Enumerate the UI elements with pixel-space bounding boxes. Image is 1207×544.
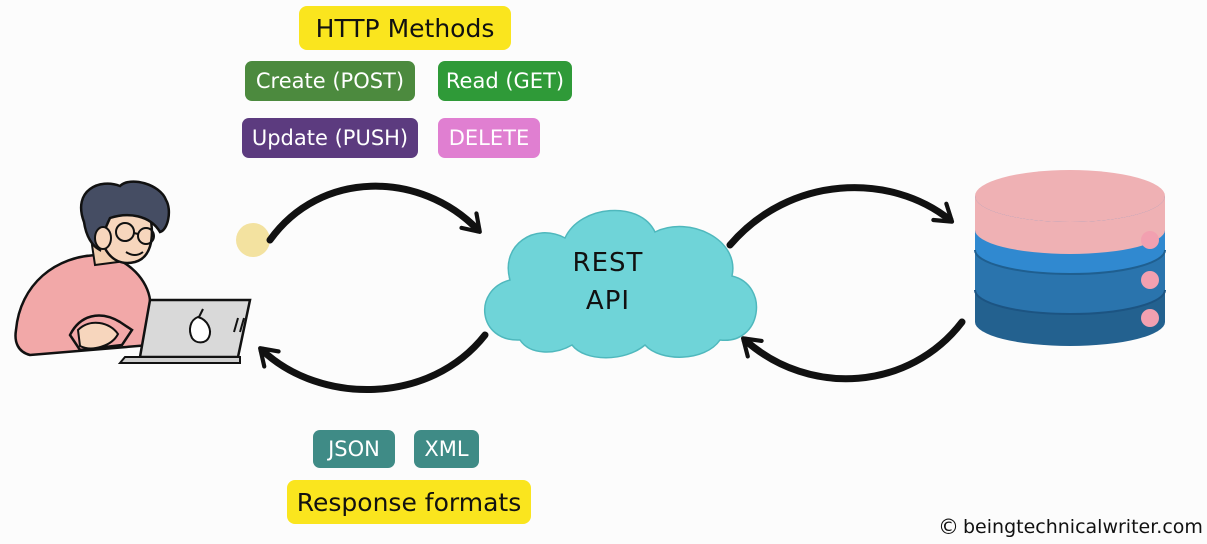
method-update-push: Update (PUSH) [242, 118, 418, 158]
curved-arrow-right-icon [266, 182, 482, 244]
database-icon [974, 170, 1166, 346]
request-start-dot [236, 223, 270, 257]
curved-arrow-right-icon [726, 184, 955, 249]
format-xml: XML [414, 430, 479, 468]
credit-text: beingtechnicalwriter.com [963, 516, 1203, 538]
curved-arrow-left-icon [258, 331, 489, 394]
credit: © beingtechnicalwriter.com [938, 514, 1203, 540]
rest-label: REST [572, 248, 644, 278]
curved-arrow-left-icon [740, 318, 966, 383]
api-label: API [585, 286, 631, 316]
method-read-get: Read (GET) [438, 61, 572, 101]
person-with-laptop-icon [14, 180, 252, 364]
copyright-icon: © [938, 514, 959, 539]
http-methods-title: HTTP Methods [299, 6, 511, 50]
response-formats-title: Response formats [287, 480, 531, 524]
pear-logo-icon [189, 308, 211, 344]
format-json: JSON [313, 430, 395, 468]
method-create-post: Create (POST) [245, 61, 415, 101]
method-delete: DELETE [438, 118, 540, 158]
cloud-icon [484, 209, 758, 359]
